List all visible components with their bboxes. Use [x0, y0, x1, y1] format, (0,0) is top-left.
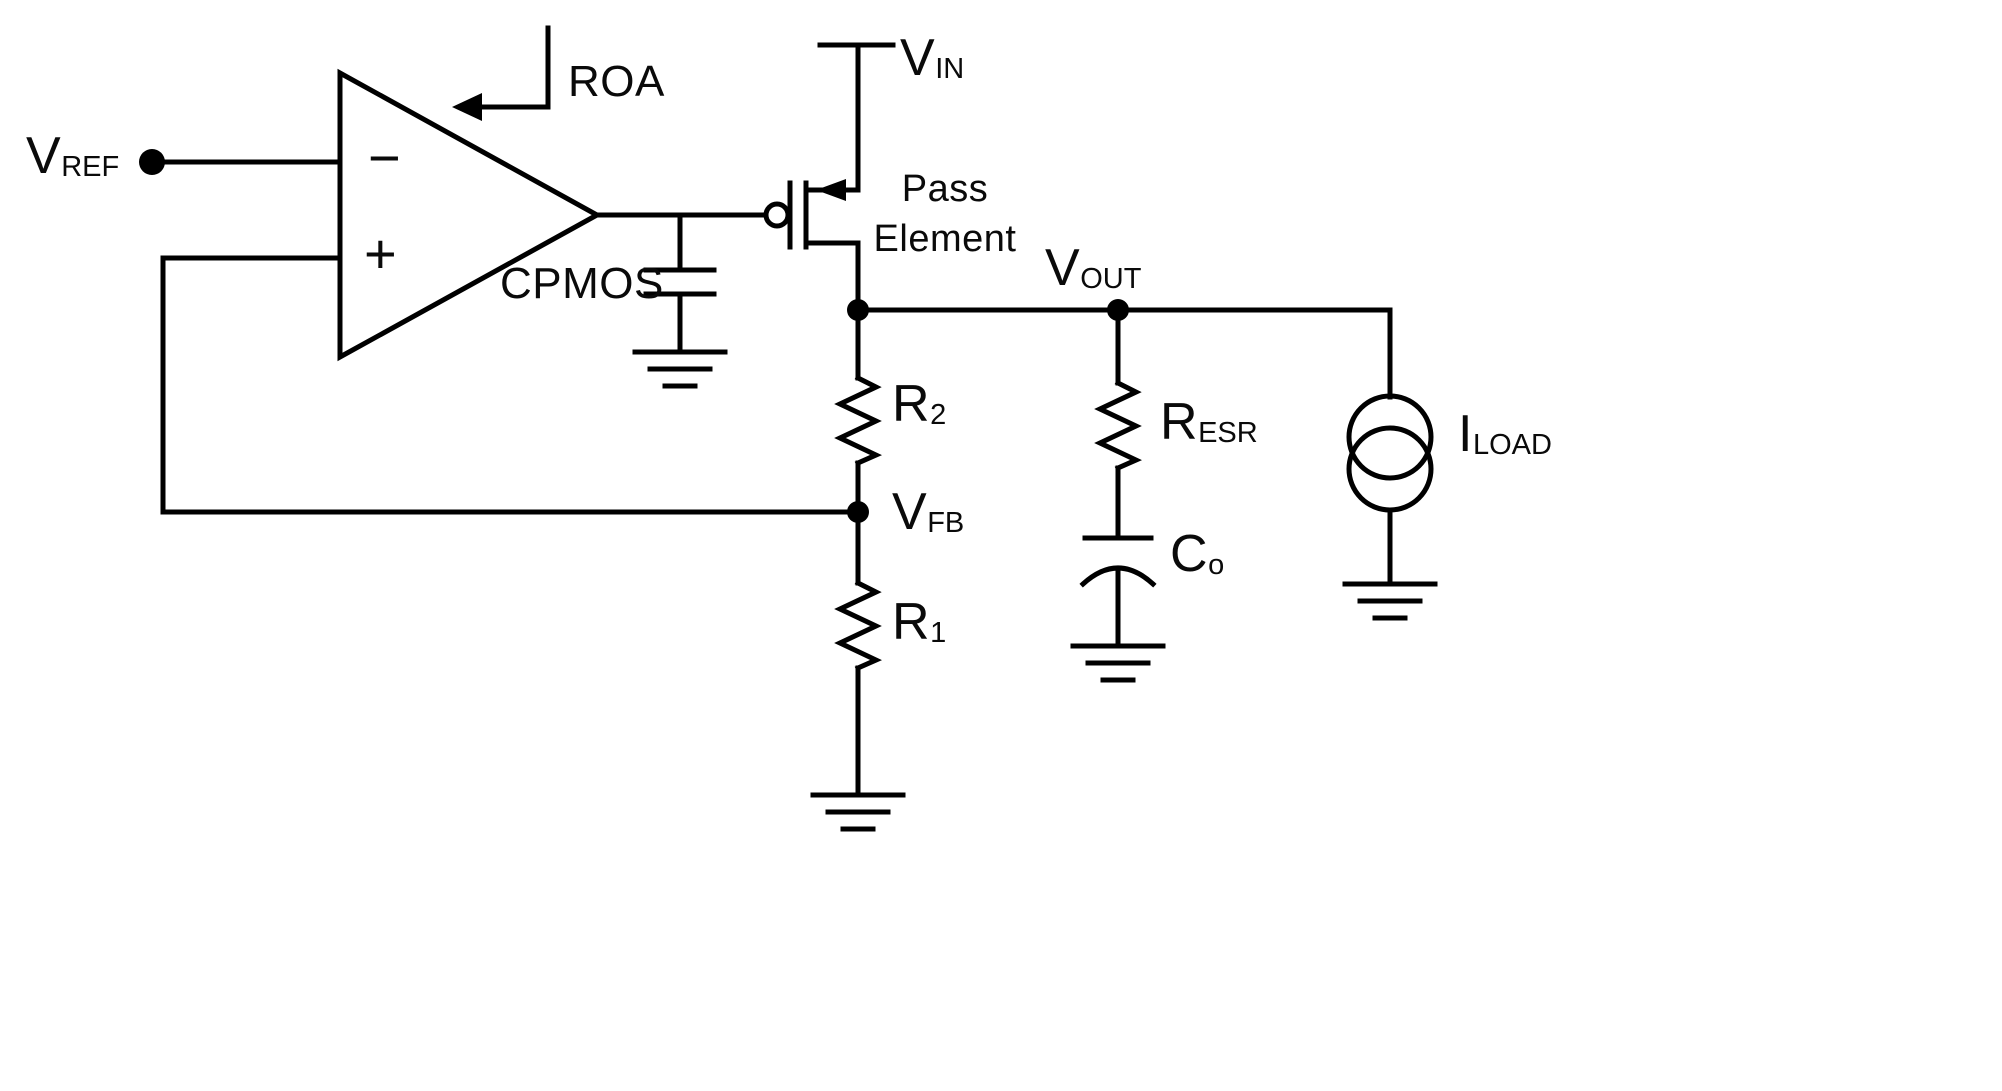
opamp-inverting-input-label: −: [368, 126, 402, 189]
co-capacitor: [1079, 535, 1157, 649]
vref-input-wire: [139, 149, 343, 175]
vin-label: VIN: [900, 29, 965, 87]
resr-label: RESR: [1160, 393, 1258, 451]
cpmos-ground-symbol: [632, 349, 728, 389]
opamp-symbol: [337, 68, 603, 362]
co-ground-symbol: [1070, 643, 1166, 683]
iload-ground-symbol: [1342, 581, 1438, 621]
resr-resistor: [1094, 307, 1143, 541]
vout-label: VOUT: [1045, 239, 1142, 297]
opamp-noninverting-input-label: +: [364, 222, 398, 285]
pass-element-label: Pass Element: [873, 168, 1017, 261]
vfb-label: VFB: [892, 483, 965, 541]
source-arrow-icon: [816, 179, 846, 201]
r2-resistor: [834, 307, 883, 515]
vref-label: VREF: [26, 127, 120, 185]
vout-rail: [847, 299, 1393, 321]
r1-ground-symbol: [810, 792, 906, 832]
cpmos-label: CPMOS: [500, 259, 664, 308]
cpmos-capacitor: [643, 212, 717, 355]
co-label: Co: [1170, 525, 1225, 583]
r2-label: R2: [892, 375, 947, 433]
pmos-pass-transistor: [763, 42, 896, 313]
iload-current-source: [1346, 307, 1434, 587]
roa-arrow: [452, 25, 551, 121]
iload-label: ILOAD: [1458, 405, 1552, 463]
roa-label: ROA: [568, 57, 665, 106]
r1-resistor: [834, 509, 883, 798]
r1-label: R1: [892, 593, 947, 651]
